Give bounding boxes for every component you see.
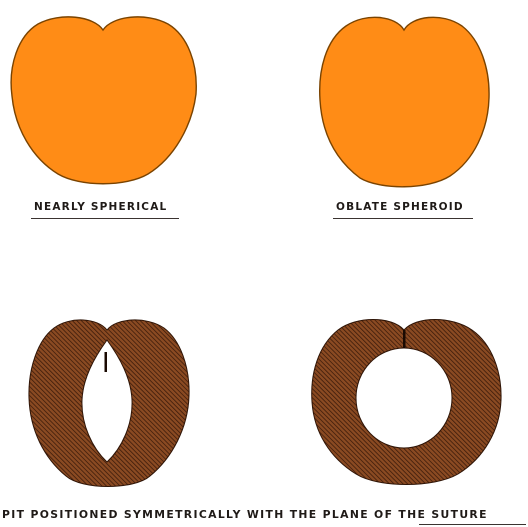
label-oblate-spheroid: OBLATE SPHEROID [336,201,464,213]
suture-line [105,352,108,372]
cross-section-body [312,320,501,485]
cross-section-body [29,320,189,487]
underline-oblate-spheroid [333,218,473,219]
underline-caption [419,524,526,525]
cross-section-elongated-pit [29,320,189,487]
label-nearly-spherical: NEARLY SPHERICAL [34,201,167,213]
oblate-spheroid-fruit [320,17,489,186]
underline-nearly-spherical [31,218,179,219]
cross-section-round-pit [312,320,501,485]
suture-line [403,330,406,348]
nearly-spherical-fruit [11,17,196,184]
caption-pit-position: PIT POSITIONED SYMMETRICALLY WITH THE PL… [2,508,488,521]
